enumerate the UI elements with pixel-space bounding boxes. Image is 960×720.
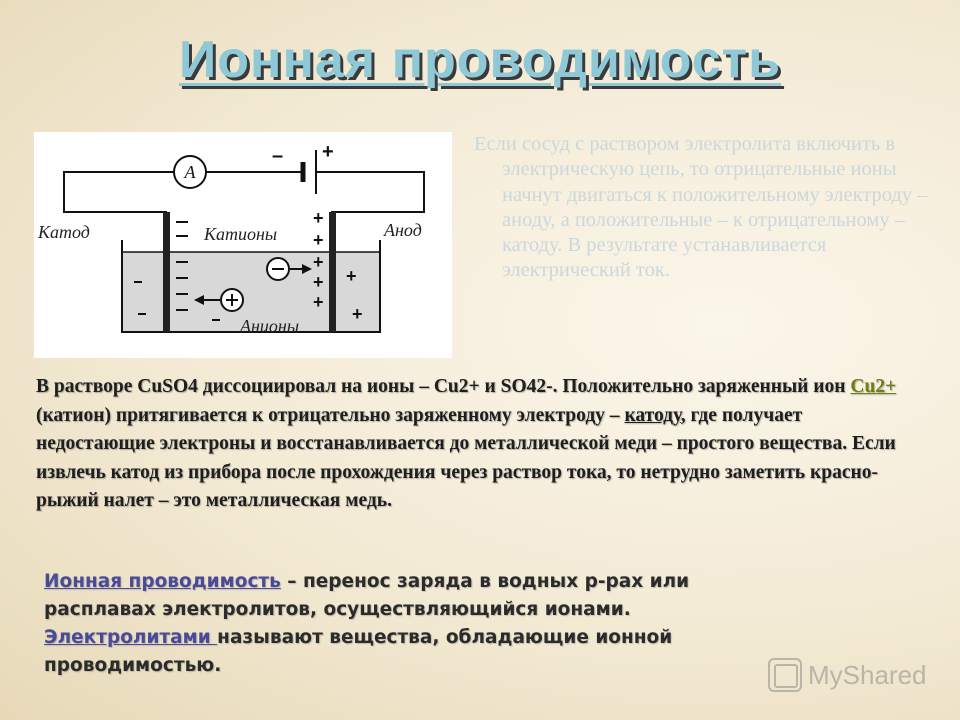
myshared-logo-icon — [768, 658, 802, 692]
svg-text:+: + — [352, 304, 363, 324]
term-electrolytes[interactable]: Электролитами — [44, 627, 218, 648]
slide-title: Ионная проводимость — [178, 31, 782, 89]
svg-text:+: + — [313, 230, 324, 250]
vessel — [121, 240, 381, 333]
cathode-label: Катод — [37, 222, 90, 242]
watermark-text: MyShared — [808, 659, 927, 690]
cations-label: Катионы — [203, 224, 277, 244]
body-text-2: (катион) притягивается к отрицательно за… — [36, 404, 625, 426]
cathode-term: катоду — [624, 404, 681, 426]
body-text-3: , где получает недостающие электроны и в… — [36, 404, 896, 512]
body-text-1: В растворе CuSO4 диссоциировал на ионы –… — [36, 376, 851, 397]
definitions-block: Ионная проводимость – перенос заряда в в… — [44, 568, 764, 680]
anode-label: Анод — [383, 220, 422, 240]
definition-2: называют вещества, обладающие ионной про… — [44, 627, 673, 676]
cathode-electrode — [163, 212, 170, 332]
svg-text:+: + — [313, 252, 324, 272]
watermark: MyShared — [768, 655, 927, 695]
svg-text:–: – — [272, 145, 283, 167]
anions-label: Анионы — [239, 316, 299, 336]
electrolysis-diagram: A – + +++ ++ ++ Като — [34, 132, 452, 358]
term-ionic-conductivity[interactable]: Ионная проводимость — [44, 571, 281, 592]
ammeter-label: A — [184, 162, 197, 182]
cu-ion-link[interactable]: Cu2+ — [850, 376, 897, 397]
definition-1: – перенос заряда в водных р-рах или расп… — [44, 571, 690, 620]
ammeter-icon — [173, 155, 207, 189]
intro-text: Если сосуд с раствором электролита включ… — [474, 133, 928, 282]
svg-text:+: + — [313, 292, 324, 312]
svg-text:+: + — [346, 266, 357, 286]
anode-electrode — [329, 212, 336, 332]
svg-text:+: + — [313, 272, 324, 292]
body-paragraph: В растворе CuSO4 диссоциировал на ионы –… — [36, 373, 916, 516]
svg-text:+: + — [313, 208, 324, 228]
svg-text:+: + — [322, 141, 334, 163]
